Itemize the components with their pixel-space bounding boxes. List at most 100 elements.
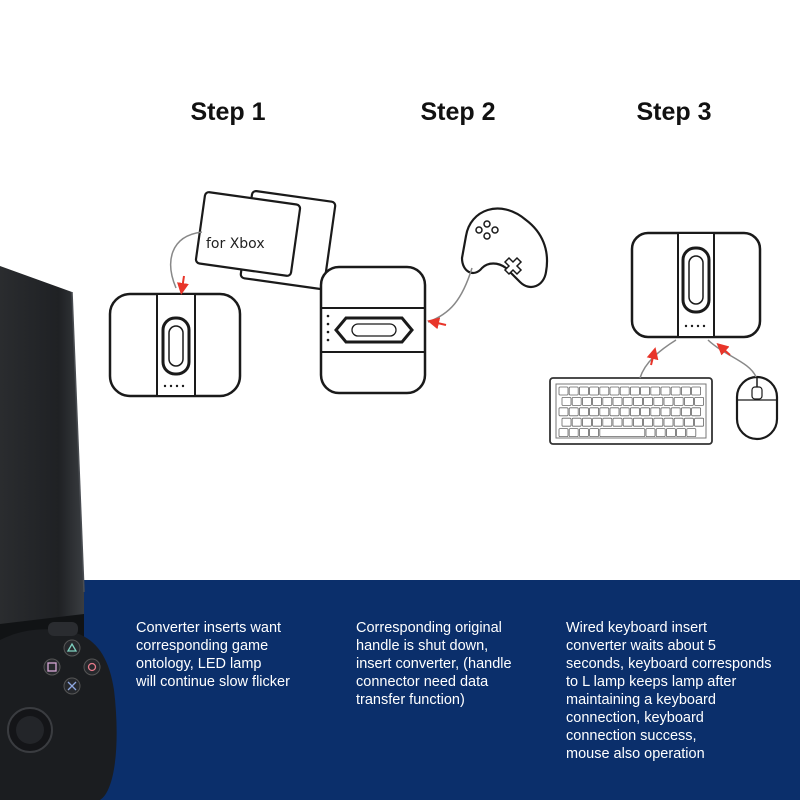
description-line: mouse also operation <box>566 746 705 762</box>
keyboard-key <box>663 396 674 406</box>
step2-arrow <box>427 317 447 330</box>
keyboard-key <box>676 428 686 438</box>
keyboard-key <box>643 417 653 427</box>
description-line: to L lamp keeps lamp after <box>566 674 737 690</box>
keyboard-key <box>653 396 664 406</box>
console-body <box>0 266 84 672</box>
step3-title: Step 3 <box>636 98 712 126</box>
keyboard-key <box>681 386 691 396</box>
description-line: connection, keyboard <box>566 710 704 726</box>
keyboard-key <box>558 386 569 396</box>
keyboard-key <box>579 386 589 396</box>
keyboard-key <box>592 396 602 406</box>
keyboard-key <box>622 396 633 406</box>
keyboard-key <box>663 417 674 427</box>
keyboard-key <box>568 428 579 438</box>
keyboard-key <box>558 428 569 438</box>
keyboard-key <box>558 407 569 417</box>
card-label: for Xbox <box>206 236 265 252</box>
keyboard-key <box>650 386 661 396</box>
keyboard-key <box>599 407 610 417</box>
keyboard-key <box>609 407 620 417</box>
keyboard-key <box>612 417 623 427</box>
keyboard-cable <box>639 339 677 379</box>
step1-description: Converter inserts want corresponding gam… <box>136 619 290 691</box>
description-line: handle is shut down, <box>356 638 489 654</box>
mouse-arrow <box>716 343 731 356</box>
description-line: connection success, <box>566 728 697 744</box>
description-line: Converter inserts want <box>136 620 282 636</box>
keyboard-key <box>571 396 582 406</box>
keyboard-key <box>666 428 676 438</box>
keyboard-key <box>660 407 671 417</box>
step1-converter-device <box>108 292 242 398</box>
description-line: converter waits about 5 <box>566 638 716 654</box>
description-line: connector need data <box>356 674 489 690</box>
description-line: transfer function) <box>356 692 465 708</box>
keyboard-key <box>633 396 643 406</box>
step1-cable <box>169 231 203 289</box>
keyboard-key <box>686 428 697 438</box>
keyboard-key <box>602 417 613 427</box>
keyboard-key <box>602 396 613 406</box>
keyboard-key <box>612 396 623 406</box>
keyboard-key <box>694 417 704 427</box>
keyboard-key <box>681 407 691 417</box>
gamepad-photo <box>0 622 117 800</box>
keyboard-key <box>655 428 666 438</box>
description-line: Wired keyboard insert <box>566 620 708 636</box>
keyboard-key <box>609 386 620 396</box>
keyboard-key <box>561 417 572 427</box>
keyboard-key <box>599 428 646 438</box>
keyboard-key <box>684 417 694 427</box>
keyboard-key <box>568 407 579 417</box>
step2-cable <box>427 267 473 323</box>
keyboard-key <box>568 386 579 396</box>
step2-description: Corresponding original handle is shut do… <box>356 619 512 709</box>
keyboard-key <box>582 417 592 427</box>
keyboard-key <box>561 396 572 406</box>
description-line: ontology, LED lamp <box>136 656 262 672</box>
keyboard-key <box>691 407 701 417</box>
description-line: maintaining a keyboard <box>566 692 716 708</box>
keyboard-key <box>592 417 602 427</box>
description-line: corresponding game <box>136 638 269 654</box>
keyboard-key <box>619 407 630 417</box>
keyboard-key <box>673 396 684 406</box>
keyboard-key <box>645 428 656 438</box>
keyboard-key <box>660 386 671 396</box>
step1-title: Step 1 <box>190 98 266 126</box>
description-line: will continue slow flicker <box>136 674 290 690</box>
keyboard-key <box>589 407 599 417</box>
description-line: insert converter, (handle <box>356 656 512 672</box>
keyboard-key <box>589 386 599 396</box>
keyboard-key <box>640 386 650 396</box>
mouse-icon <box>735 375 779 441</box>
keyboard-arrow <box>646 347 659 366</box>
description-band <box>0 580 800 800</box>
keyboard-key <box>630 386 640 396</box>
step3-description: Wired keyboard insert converter waits ab… <box>566 619 772 763</box>
keyboard-key <box>589 428 599 438</box>
keyboard-key <box>694 396 704 406</box>
keyboard-key <box>673 417 684 427</box>
keyboard-key <box>622 417 633 427</box>
keyboard-key <box>579 428 589 438</box>
step2-converter-device <box>319 265 427 395</box>
game-card-icon <box>194 190 337 290</box>
keyboard-key <box>670 386 681 396</box>
mouse-cable <box>707 339 757 378</box>
description-line: seconds, keyboard corresponds <box>566 656 772 672</box>
console-controller-photo <box>0 266 117 800</box>
keyboard-key <box>670 407 681 417</box>
keyboard-key <box>640 407 650 417</box>
step2-title: Step 2 <box>420 98 496 126</box>
step1-arrow <box>176 275 189 295</box>
keyboard-icon <box>549 377 713 445</box>
keyboard-key <box>650 407 661 417</box>
keyboard-key <box>653 417 664 427</box>
keyboard-key <box>579 407 589 417</box>
keyboard-key <box>643 396 653 406</box>
keyboard-key <box>619 386 630 396</box>
